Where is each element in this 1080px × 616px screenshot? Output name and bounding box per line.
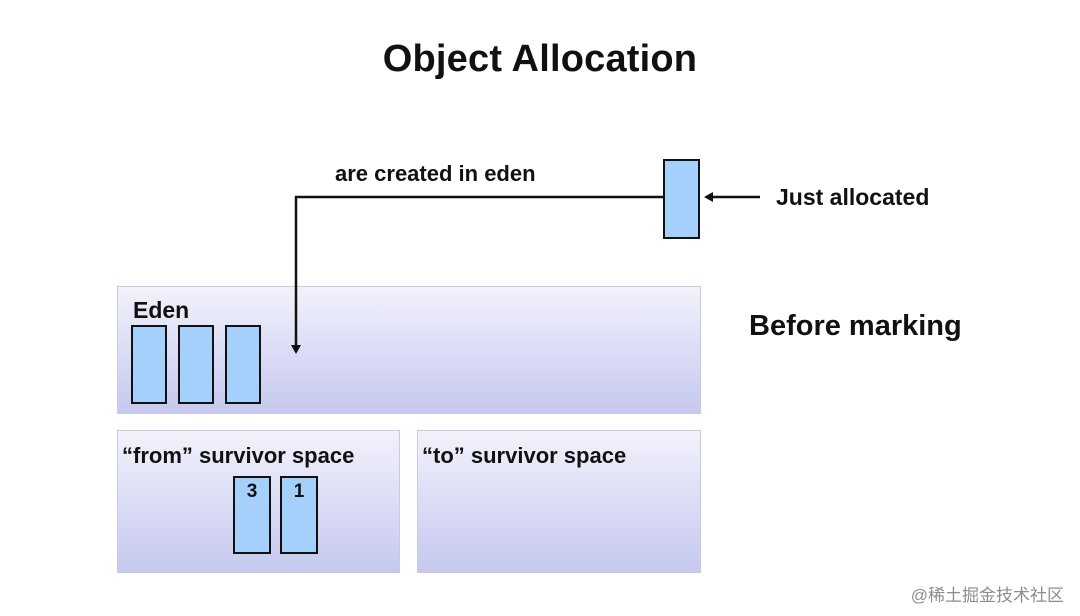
page-title: Object Allocation xyxy=(382,38,698,80)
eden-object xyxy=(178,325,214,404)
object-age: 3 xyxy=(246,481,258,502)
survivor-object: 1 xyxy=(280,476,318,554)
before-marking-label: Before marking xyxy=(749,310,962,342)
object-age: 1 xyxy=(293,481,305,502)
eden-object xyxy=(225,325,261,404)
just-allocated-object xyxy=(663,159,700,239)
eden-region: Eden xyxy=(117,286,701,414)
to-survivor-region: “to” survivor space xyxy=(417,430,701,573)
from-survivor-region: “from” survivor space 3 1 xyxy=(117,430,400,573)
survivor-object: 3 xyxy=(233,476,271,554)
just-allocated-label: Just allocated xyxy=(776,184,930,210)
arrow-label: are created in eden xyxy=(335,161,536,186)
eden-object xyxy=(131,325,167,404)
to-survivor-label: “to” survivor space xyxy=(422,443,627,468)
eden-label: Eden xyxy=(133,297,190,323)
from-survivor-label: “from” survivor space xyxy=(122,443,355,468)
watermark: @稀土掘金技术社区 xyxy=(910,586,1064,605)
